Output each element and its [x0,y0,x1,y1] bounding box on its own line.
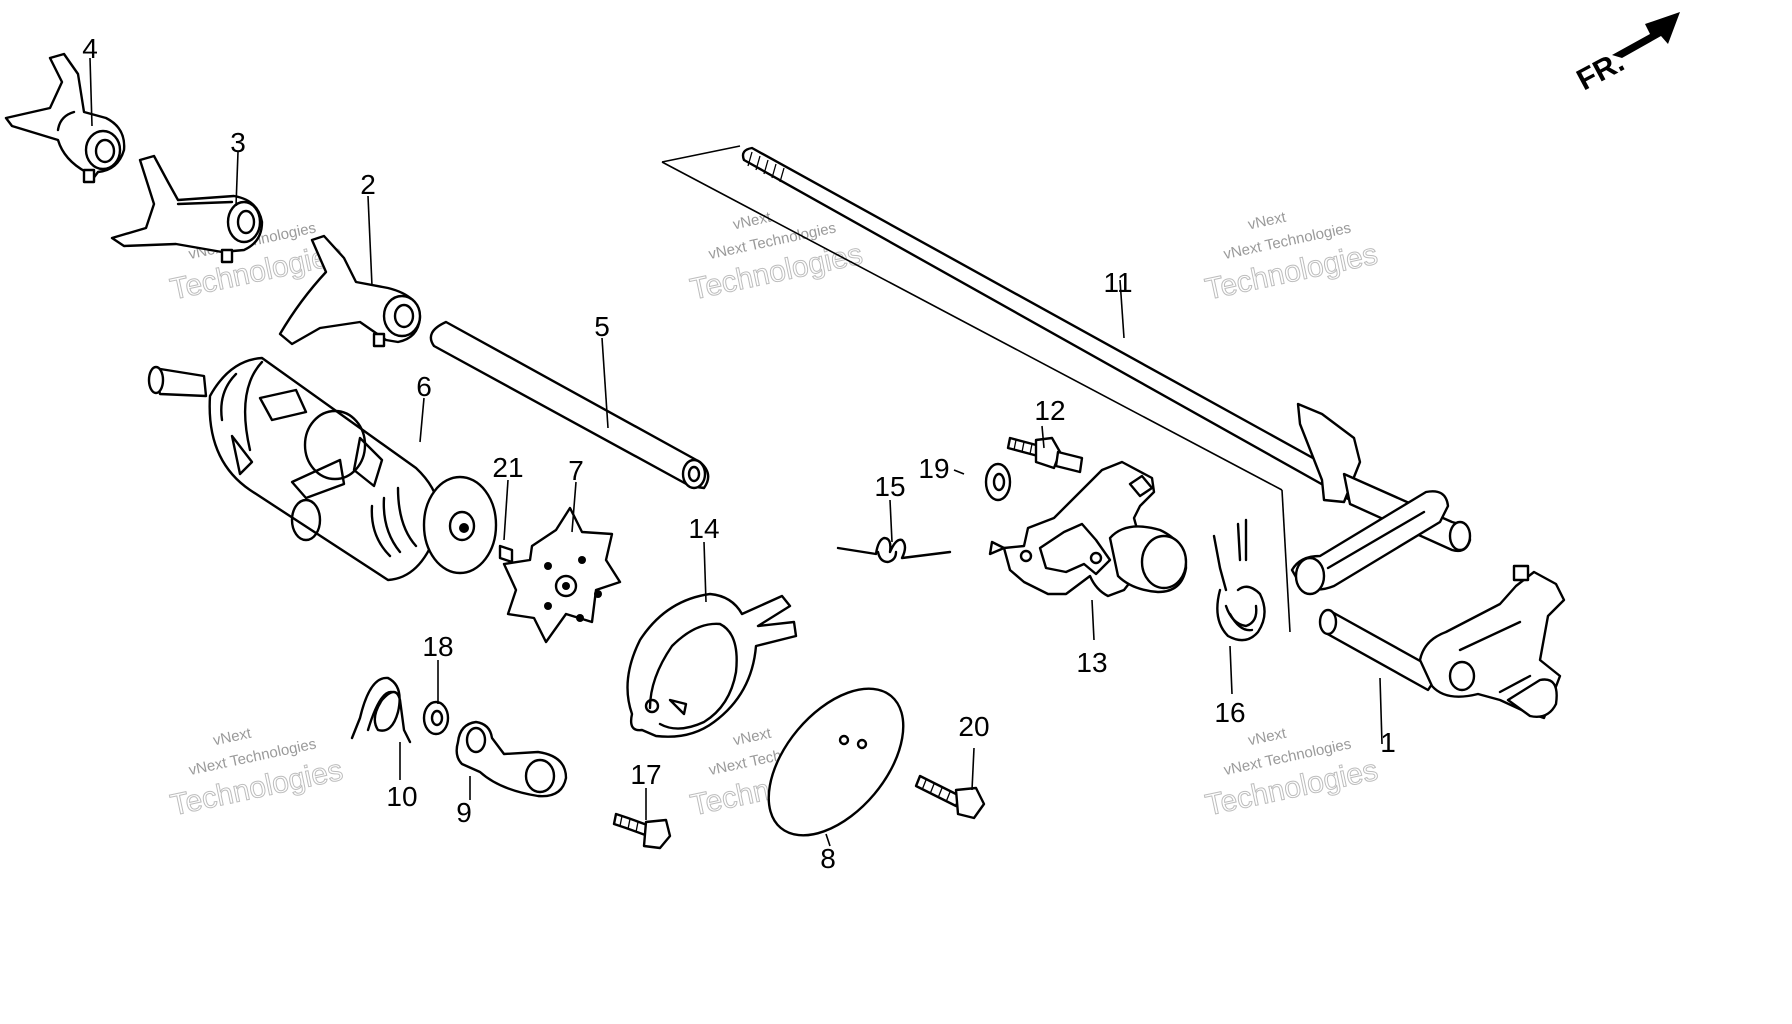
watermark-bottom-left: vNext vNext Technologies Technologies [167,725,346,823]
bolt-12 [1006,436,1084,474]
leader-lines [89,57,1383,847]
callout-18: 18 [422,631,453,662]
callout-12: 12 [1034,395,1065,426]
callout-8: 8 [820,843,836,874]
shift-spindle-11 [661,145,1472,633]
shift-fork-4 [4,52,126,184]
callout-numbers: 4 3 2 5 6 21 7 11 12 19 15 14 13 16 1 18… [82,33,1396,874]
bolt-20 [914,774,986,820]
watermark-line1: vNext [1246,209,1288,234]
callout-7: 7 [568,455,584,486]
watermark-top-right: vNext vNext Technologies Technologies [1202,209,1381,307]
callout-15: 15 [874,471,905,502]
spring-15 [836,536,952,564]
pin-21 [498,544,514,564]
watermark-line1: vNext [1247,725,1289,750]
callout-19: 19 [918,453,949,484]
shift-fork-2 [278,234,422,348]
shift-drum-6 [147,356,498,582]
callout-2: 2 [360,169,376,200]
watermark-top-center: vNext vNext Technologies Technologies [687,209,866,307]
stopper-arm-9 [455,720,568,798]
callout-20: 20 [958,711,989,742]
arrow-right-up-icon [1612,12,1680,58]
callout-21: 21 [492,452,523,483]
watermark-line1: vNext [731,209,773,234]
callout-10: 10 [386,781,417,812]
callout-6: 6 [416,371,432,402]
callout-13: 13 [1076,647,1107,678]
callout-11: 11 [1103,267,1132,298]
spring-16 [1212,518,1266,642]
callout-5: 5 [594,311,610,342]
washer-18 [422,700,450,736]
callout-1: 1 [1380,727,1396,758]
callout-3: 3 [230,127,246,158]
direction-marker: FR. [1572,12,1680,97]
washer-19 [984,462,1012,502]
watermark-line1: vNext [732,725,774,750]
watermark-line1: vNext [212,725,254,750]
bolt-17 [612,812,672,850]
stopper-assembly-13 [988,460,1188,598]
shift-fork-3 [110,154,264,264]
callout-9: 9 [456,797,472,828]
spring-10 [350,676,412,744]
callout-17: 17 [630,759,661,790]
callout-4: 4 [82,33,98,64]
stopper-plate-7 [502,506,622,644]
callout-16: 16 [1214,697,1245,728]
gasket-8 [767,687,905,837]
guide-plate-14 [626,592,798,738]
shift-arm-1 [1318,564,1566,720]
fork-shaft-5 [429,320,710,490]
callout-14: 14 [688,513,719,544]
